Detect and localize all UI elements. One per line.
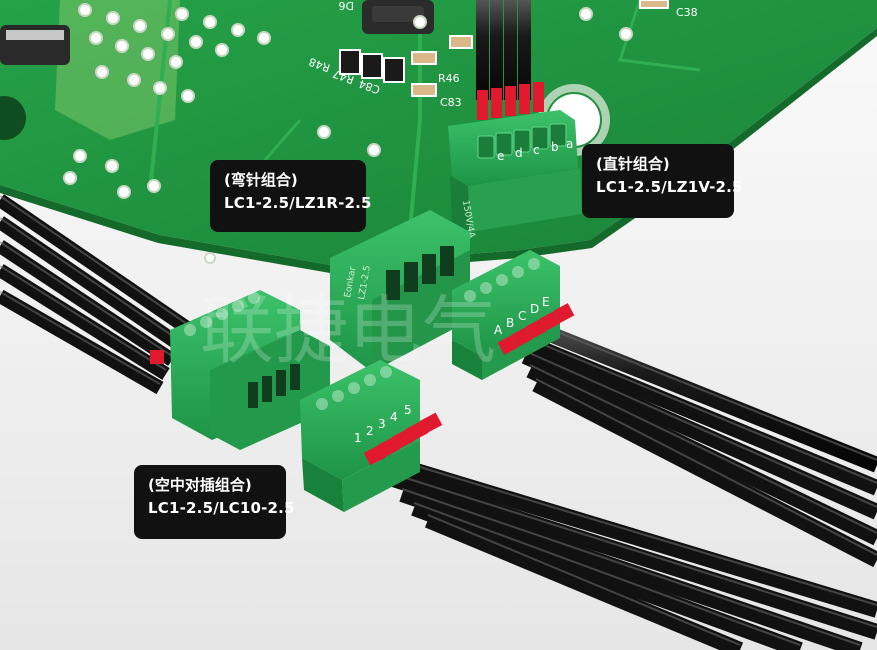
svg-text:a: a — [566, 137, 573, 151]
plug-1-to-5: 1 2 3 4 5 — [300, 360, 443, 512]
callout-right-angle: (弯针组合) LC1-2.5/LZ1R-2.5 — [210, 160, 372, 232]
svg-text:3: 3 — [378, 417, 386, 431]
callout-right-angle-model: LC1-2.5/LZ1R-2.5 — [224, 194, 372, 212]
left-wire-bundle — [0, 194, 194, 395]
callout-inline-mating-title: (空中对插组合) — [148, 476, 252, 494]
bottom-pin-labels: 1 2 3 4 5 — [354, 403, 412, 445]
bottom-wire-bundle — [377, 452, 877, 650]
top-wire-bundle — [476, 0, 544, 120]
svg-text:1: 1 — [354, 431, 362, 445]
designator-c38: C38 — [676, 6, 698, 19]
plug-a-to-e: A B C D E — [452, 250, 575, 380]
svg-text:B: B — [506, 316, 514, 330]
svg-text:b: b — [551, 140, 559, 154]
svg-text:4: 4 — [390, 410, 398, 424]
designator-d6: D6 — [339, 0, 354, 12]
callout-inline-mating-model: LC1-2.5/LC10-2.5 — [148, 499, 295, 517]
callout-straight-pin-title: (直针组合) — [596, 155, 670, 173]
svg-text:2: 2 — [366, 424, 374, 438]
callout-right-angle-title: (弯针组合) — [224, 171, 298, 189]
right-angle-header: Eonkar LZ1-2.5 — [330, 210, 470, 372]
svg-text:D: D — [530, 302, 539, 316]
top-pin-labels: e d c b a — [497, 137, 573, 163]
svg-text:A: A — [494, 323, 503, 337]
straight-pin-connector: e d c b a 150V/4A — [448, 110, 582, 240]
designator-r46: R46 — [438, 72, 460, 85]
callout-straight-pin-model: LC1-2.5/LZ1V-2.5 — [596, 178, 743, 196]
svg-text:d: d — [515, 146, 523, 160]
svg-text:e: e — [497, 149, 504, 163]
designator-c83: C83 — [440, 96, 462, 109]
svg-text:c: c — [533, 143, 540, 157]
watermark: 联捷电气 — [200, 288, 496, 374]
svg-text:E: E — [542, 295, 550, 309]
callout-inline-mating: (空中对插组合) LC1-2.5/LC10-2.5 — [134, 465, 295, 539]
inline-mating-pair — [170, 290, 330, 450]
svg-text:C: C — [518, 309, 526, 323]
svg-text:5: 5 — [404, 403, 412, 417]
right-pin-labels: A B C D E — [494, 295, 550, 337]
right-wire-bundle — [516, 314, 877, 568]
callout-straight-pin: (直针组合) LC1-2.5/LZ1V-2.5 — [582, 144, 743, 218]
